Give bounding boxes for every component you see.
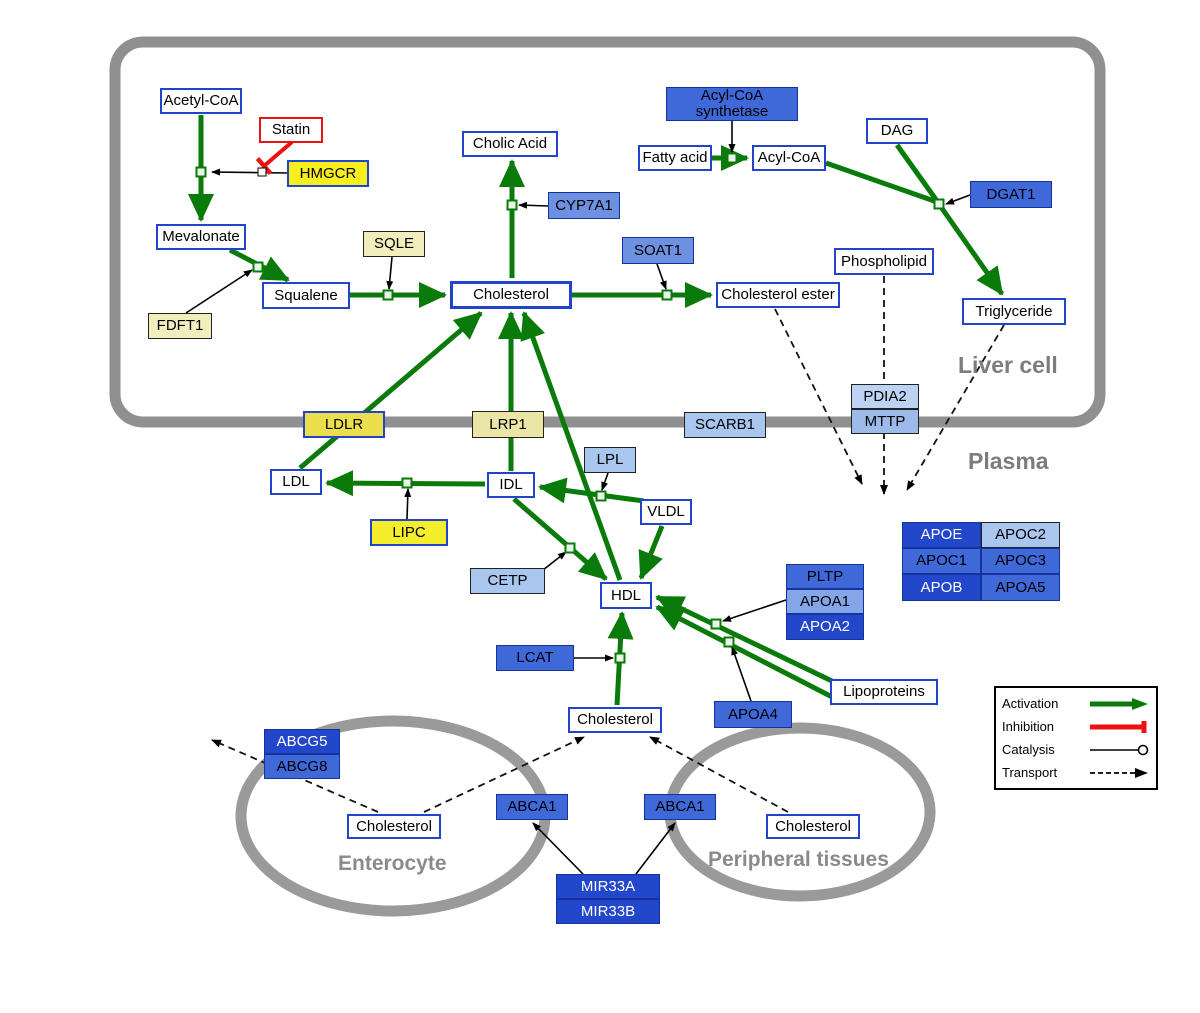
compartment-liver-cell [109,36,1106,428]
node-lpl[interactable]: LPL [584,447,636,473]
node-statin[interactable]: Statin [259,117,323,143]
legend: Activation Inhibition Catalysis Transpor… [994,686,1158,790]
node-abca1-right[interactable]: ABCA1 [644,794,716,820]
node-cholesterol-ester[interactable]: Cholesterol ester [716,282,840,308]
node-hdl[interactable]: HDL [600,582,652,609]
legend-row-catalysis: Catalysis [1002,739,1150,761]
node-mir33b[interactable]: MIR33B [556,899,660,924]
node-acyl-coa[interactable]: Acyl-CoA [752,145,826,171]
catalysis-circle-icon [1090,744,1149,755]
transport-dashed-arrow-icon [1090,767,1148,778]
legend-row-transport: Transport [1002,762,1150,784]
node-apoc2[interactable]: APOC2 [981,522,1060,548]
legend-row-inhibition: Inhibition [1002,716,1150,738]
node-squalene[interactable]: Squalene [262,282,350,309]
reaction-anchors [195,152,945,664]
node-apob[interactable]: APOB [902,574,981,601]
node-mevalonate[interactable]: Mevalonate [156,224,246,250]
node-fdft1[interactable]: FDFT1 [148,313,212,339]
node-apoa4[interactable]: APOA4 [714,701,792,728]
inhibition-tbar-icon [1090,720,1147,733]
liver-cell-label: Liver cell [958,352,1058,378]
node-pltp[interactable]: PLTP [786,564,864,589]
node-cholesterol-enterocyte[interactable]: Cholesterol [347,814,441,839]
node-vldl[interactable]: VLDL [640,499,692,525]
node-lcat[interactable]: LCAT [496,645,574,671]
node-apoa5[interactable]: APOA5 [981,574,1060,601]
node-triglyceride[interactable]: Triglyceride [962,298,1066,325]
node-ldl[interactable]: LDL [270,469,322,495]
node-cholic-acid[interactable]: Cholic Acid [462,131,558,157]
node-lipc[interactable]: LIPC [370,519,448,546]
node-abcg8[interactable]: ABCG8 [264,754,340,779]
node-dag[interactable]: DAG [866,118,928,144]
node-pdia2[interactable]: PDIA2 [851,384,919,409]
node-sqle[interactable]: SQLE [363,231,425,257]
node-cyp7a1[interactable]: CYP7A1 [548,192,620,219]
peripheral-tissues-label: Peripheral tissues [708,848,889,871]
node-acetyl-coa[interactable]: Acetyl-CoA [160,88,242,114]
node-apoc3[interactable]: APOC3 [981,548,1060,574]
enterocyte-label: Enterocyte [338,852,447,875]
node-idl[interactable]: IDL [487,472,535,498]
plasma-label: Plasma [968,448,1049,474]
node-phospholipid[interactable]: Phospholipid [834,248,934,275]
activation-edges [187,115,1005,706]
inhibition-edge-statin [255,140,294,175]
node-soat1[interactable]: SOAT1 [622,237,694,264]
node-ldlr[interactable]: LDLR [303,411,385,438]
node-mttp[interactable]: MTTP [851,409,919,434]
legend-inhibition-label: Inhibition [1002,719,1055,734]
node-apoc1[interactable]: APOC1 [902,548,981,574]
legend-catalysis-label: Catalysis [1002,742,1055,757]
node-abcg5[interactable]: ABCG5 [264,729,340,754]
node-hmgcr[interactable]: HMGCR [287,160,369,187]
node-scarb1[interactable]: SCARB1 [684,412,766,438]
node-lipoproteins[interactable]: Lipoproteins [830,679,938,705]
legend-transport-label: Transport [1002,765,1058,780]
node-mir33a[interactable]: MIR33A [556,874,660,899]
node-abca1-left[interactable]: ABCA1 [496,794,568,820]
node-acyl-coa-synthetase[interactable]: Acyl-CoA synthetase [666,87,798,121]
node-lrp1[interactable]: LRP1 [472,411,544,438]
node-apoa2[interactable]: APOA2 [786,614,864,640]
node-cholesterol-peripheral[interactable]: Cholesterol [766,814,860,839]
node-fatty-acid[interactable]: Fatty acid [638,145,712,171]
activation-arrow-icon [1090,697,1148,710]
legend-row-activation: Activation [1002,693,1150,715]
node-cholesterol-liver[interactable]: Cholesterol [450,281,572,309]
legend-activation-label: Activation [1002,696,1059,711]
node-cetp[interactable]: CETP [470,568,545,594]
node-cholesterol-plasma[interactable]: Cholesterol [568,707,662,733]
node-apoa1[interactable]: APOA1 [786,589,864,614]
node-apoe[interactable]: APOE [902,522,981,548]
catalysis-edges [185,121,971,875]
node-dgat1[interactable]: DGAT1 [970,181,1052,208]
